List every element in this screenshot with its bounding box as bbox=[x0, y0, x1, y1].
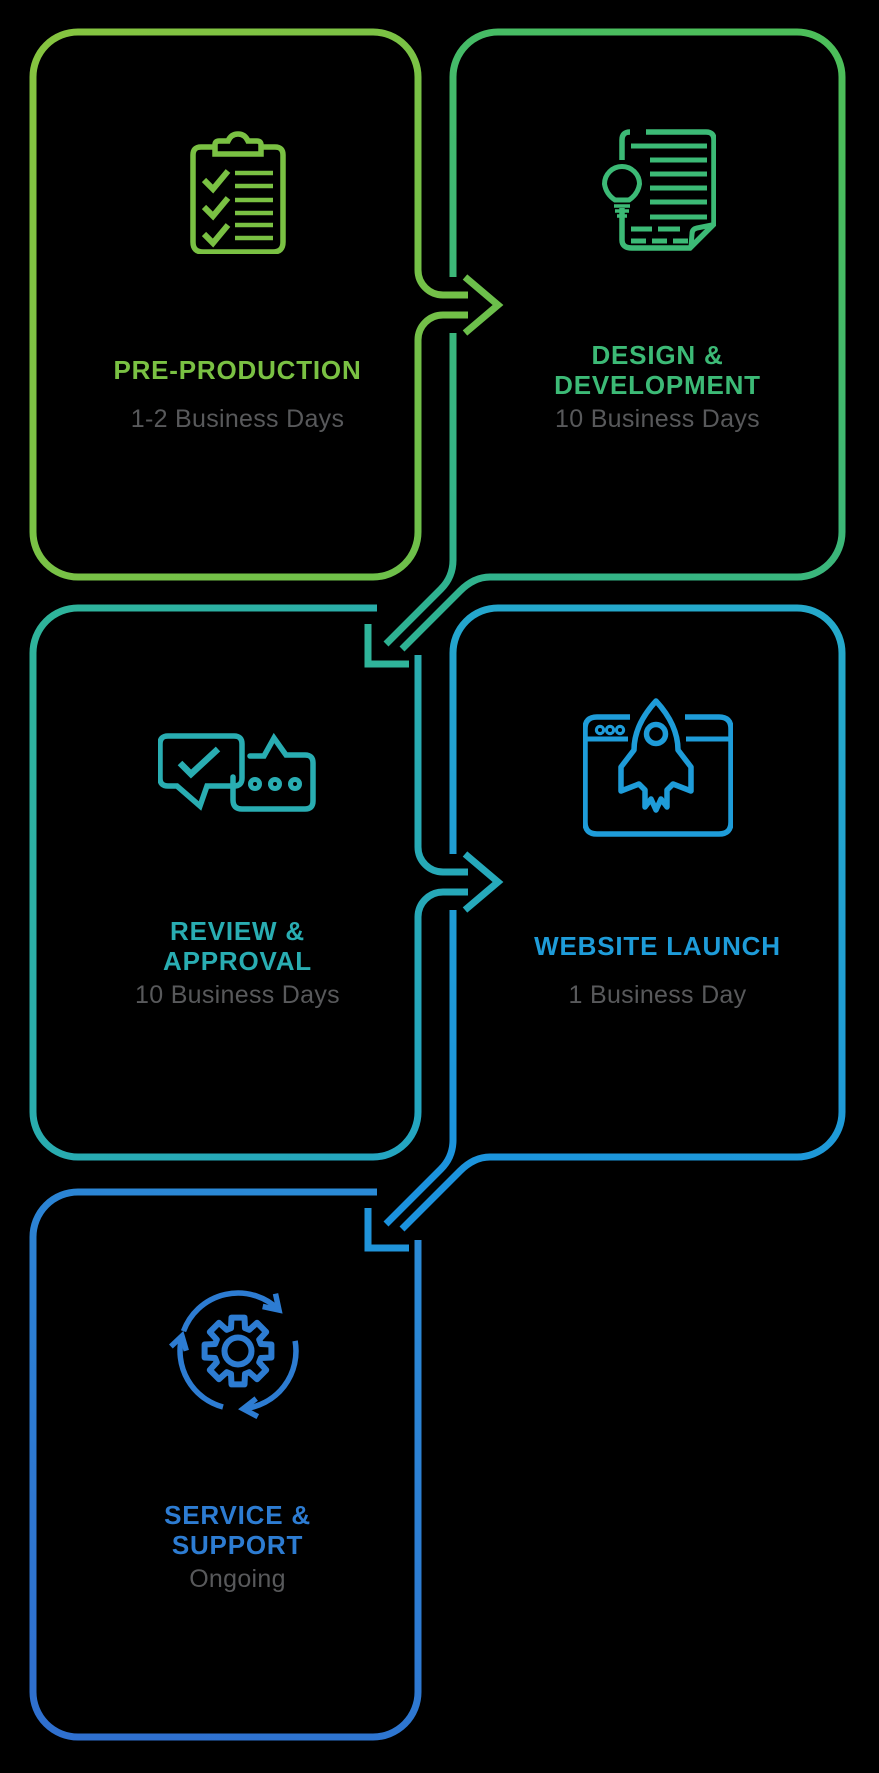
step-title: WEBSITE LAUNCH bbox=[534, 931, 781, 961]
card-website-launch: WEBSITE LAUNCH 1 Business Day bbox=[453, 608, 838, 1153]
step-subtitle: 10 Business Days bbox=[135, 981, 340, 1009]
card-border-design-development bbox=[383, 28, 846, 652]
card-design-development: DESIGN &DEVELOPMENT 10 Business Days bbox=[453, 32, 838, 577]
card-border-pre-production bbox=[29, 28, 468, 581]
connector-1-chevron-right-icon bbox=[462, 274, 504, 336]
card-border-service-support bbox=[29, 1188, 422, 1741]
card-border-review-approval bbox=[29, 604, 468, 1161]
step-title: DESIGN &DEVELOPMENT bbox=[554, 340, 761, 400]
document-lightbulb-icon bbox=[600, 128, 716, 256]
clipboard-checklist-icon bbox=[187, 130, 289, 254]
step-subtitle: 1-2 Business Days bbox=[130, 405, 345, 433]
step-subtitle: 1 Business Day bbox=[568, 981, 747, 1009]
card-border-website-launch bbox=[383, 604, 846, 1232]
step-title: REVIEW &APPROVAL bbox=[163, 916, 312, 976]
step-subtitle: 10 Business Days bbox=[555, 405, 760, 433]
browser-rocket-icon bbox=[582, 697, 733, 839]
chat-bubbles-check-icon bbox=[157, 722, 318, 814]
step-title: SERVICE &SUPPORT bbox=[164, 1500, 311, 1560]
step-subtitle: Ongoing bbox=[189, 1565, 286, 1593]
card-review-approval: REVIEW &APPROVAL 10 Business Days bbox=[33, 608, 418, 1153]
connector-3-chevron-right-icon bbox=[462, 851, 504, 913]
step-title: PRE-PRODUCTION bbox=[113, 355, 362, 385]
card-service-support: SERVICE &SUPPORT Ongoing bbox=[33, 1192, 418, 1737]
connector-2-arrowhead-down-left-icon bbox=[364, 624, 409, 668]
card-pre-production: PRE-PRODUCTION 1-2 Business Days bbox=[33, 32, 418, 577]
gear-sync-icon bbox=[168, 1279, 308, 1425]
connector-4-arrowhead-down-left-icon bbox=[364, 1208, 409, 1252]
